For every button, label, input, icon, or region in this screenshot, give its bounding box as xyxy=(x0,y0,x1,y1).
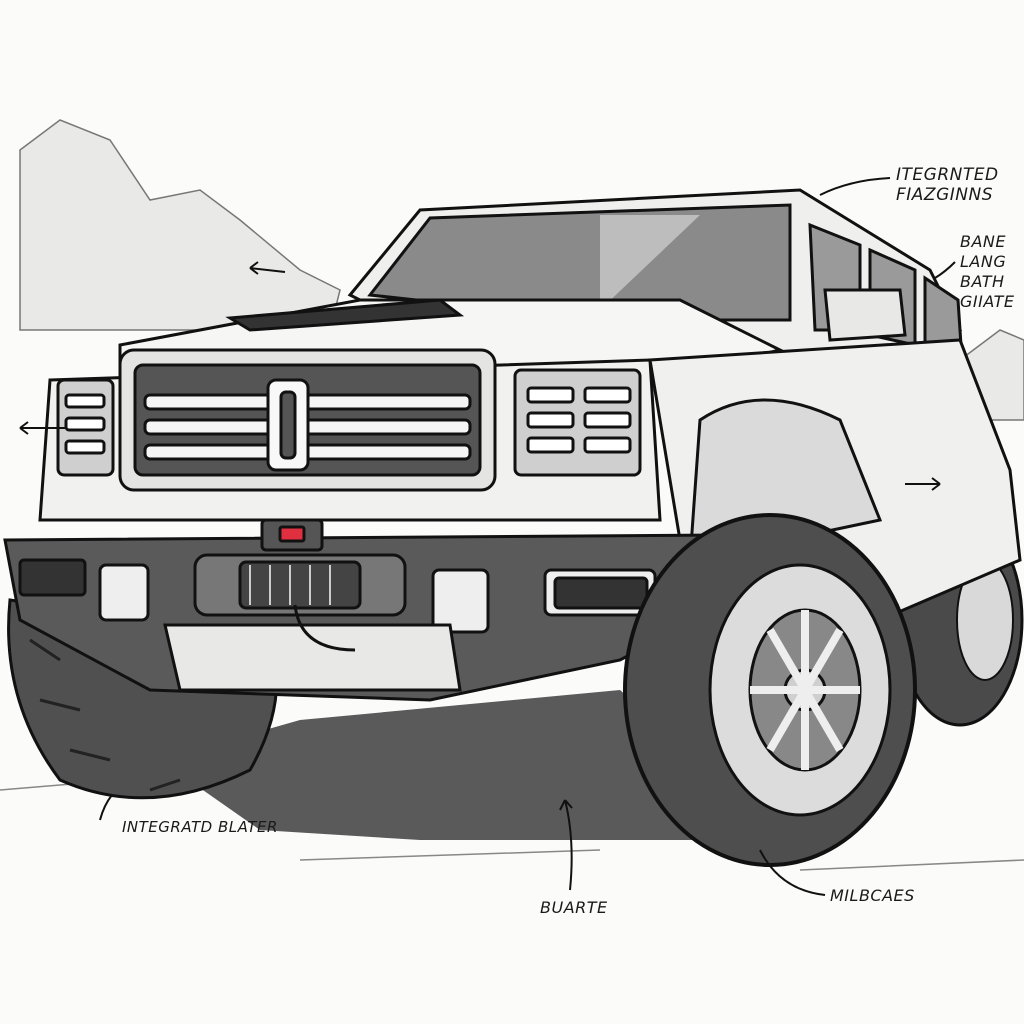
side-annotation: BANE LANG BATH GIIATE xyxy=(960,232,1015,312)
roof-annotation-line-1: ITEGRNTED xyxy=(896,165,999,185)
bumper-annotation: INTEGRATD BLATER xyxy=(122,818,278,836)
right-headlight xyxy=(513,368,642,477)
front-grille xyxy=(118,348,497,492)
roof-annotation-line-2: FIAZGINNS xyxy=(896,185,993,205)
ground-shadow xyxy=(160,690,760,840)
side-annotation-line-1: BANE xyxy=(960,232,1006,251)
front-bumper xyxy=(3,533,737,702)
roof-annotation: ITEGRNTED FIAZGINNS xyxy=(896,165,999,205)
side-annotation-line-4: GIIATE xyxy=(960,292,1015,311)
winch xyxy=(193,518,407,652)
left-headlight xyxy=(56,378,115,477)
side-annotation-line-3: BATH xyxy=(960,272,1005,291)
side-annotation-line-2: LANG xyxy=(960,252,1007,271)
center-annotation: BUARTE xyxy=(540,898,608,917)
annotation-arrows xyxy=(19,177,956,896)
right-front-tire xyxy=(623,513,917,867)
tire-annotation: MILBCAES xyxy=(830,886,915,905)
